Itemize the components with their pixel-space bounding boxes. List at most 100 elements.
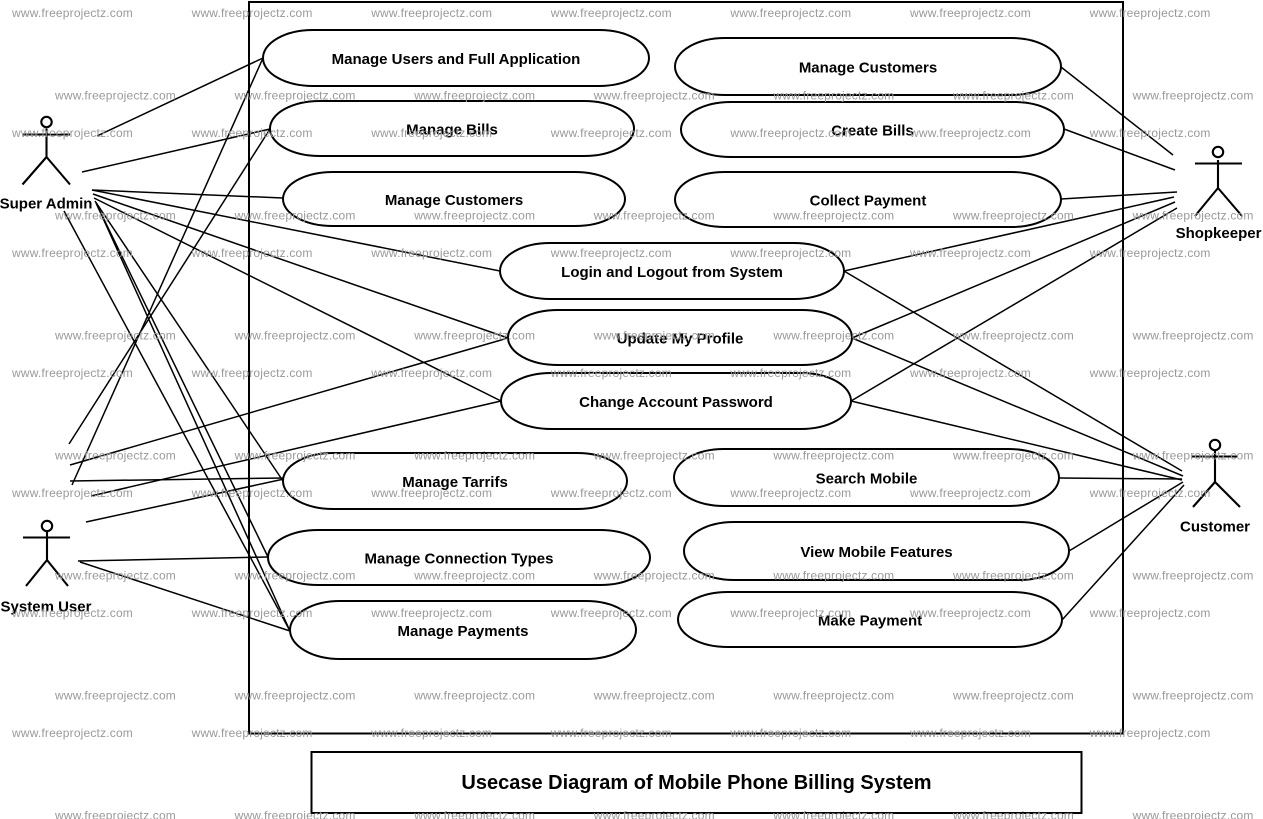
- svg-text:www.freeprojectz.com: www.freeprojectz.com: [550, 726, 672, 740]
- svg-text:www.freeprojectz.com: www.freeprojectz.com: [729, 486, 851, 500]
- svg-text:Usecase Diagram of Mobile Phon: Usecase Diagram of Mobile Phone Billing …: [461, 772, 931, 794]
- svg-text:Manage Tarrifs: Manage Tarrifs: [402, 474, 508, 491]
- svg-text:www.freeprojectz.com: www.freeprojectz.com: [952, 209, 1074, 223]
- svg-text:www.freeprojectz.com: www.freeprojectz.com: [1132, 209, 1254, 223]
- svg-text:www.freeprojectz.com: www.freeprojectz.com: [370, 6, 492, 20]
- svg-text:www.freeprojectz.com: www.freeprojectz.com: [772, 449, 894, 463]
- svg-text:www.freeprojectz.com: www.freeprojectz.com: [234, 209, 356, 223]
- svg-text:www.freeprojectz.com: www.freeprojectz.com: [1132, 689, 1254, 703]
- svg-text:www.freeprojectz.com: www.freeprojectz.com: [54, 449, 176, 463]
- svg-text:www.freeprojectz.com: www.freeprojectz.com: [1089, 366, 1211, 380]
- svg-text:www.freeprojectz.com: www.freeprojectz.com: [909, 486, 1031, 500]
- svg-text:www.freeprojectz.com: www.freeprojectz.com: [593, 329, 715, 343]
- svg-text:www.freeprojectz.com: www.freeprojectz.com: [550, 606, 672, 620]
- svg-text:www.freeprojectz.com: www.freeprojectz.com: [1089, 126, 1211, 140]
- svg-text:www.freeprojectz.com: www.freeprojectz.com: [952, 329, 1074, 343]
- svg-text:www.freeprojectz.com: www.freeprojectz.com: [234, 449, 356, 463]
- svg-text:www.freeprojectz.com: www.freeprojectz.com: [234, 809, 356, 819]
- svg-text:www.freeprojectz.com: www.freeprojectz.com: [550, 486, 672, 500]
- svg-text:www.freeprojectz.com: www.freeprojectz.com: [593, 809, 715, 819]
- svg-text:www.freeprojectz.com: www.freeprojectz.com: [909, 6, 1031, 20]
- svg-text:www.freeprojectz.com: www.freeprojectz.com: [413, 569, 535, 583]
- svg-text:Change Account Password: Change Account Password: [579, 394, 773, 411]
- svg-text:www.freeprojectz.com: www.freeprojectz.com: [191, 366, 313, 380]
- svg-text:www.freeprojectz.com: www.freeprojectz.com: [234, 569, 356, 583]
- svg-text:www.freeprojectz.com: www.freeprojectz.com: [191, 6, 313, 20]
- svg-text:www.freeprojectz.com: www.freeprojectz.com: [593, 449, 715, 463]
- svg-text:www.freeprojectz.com: www.freeprojectz.com: [54, 809, 176, 819]
- svg-text:www.freeprojectz.com: www.freeprojectz.com: [413, 809, 535, 819]
- svg-text:www.freeprojectz.com: www.freeprojectz.com: [1132, 329, 1254, 343]
- svg-text:www.freeprojectz.com: www.freeprojectz.com: [54, 569, 176, 583]
- svg-text:www.freeprojectz.com: www.freeprojectz.com: [370, 486, 492, 500]
- svg-text:www.freeprojectz.com: www.freeprojectz.com: [550, 246, 672, 260]
- svg-text:www.freeprojectz.com: www.freeprojectz.com: [1132, 449, 1254, 463]
- svg-text:www.freeprojectz.com: www.freeprojectz.com: [952, 569, 1074, 583]
- svg-text:www.freeprojectz.com: www.freeprojectz.com: [729, 6, 851, 20]
- svg-text:www.freeprojectz.com: www.freeprojectz.com: [413, 209, 535, 223]
- svg-text:www.freeprojectz.com: www.freeprojectz.com: [191, 126, 313, 140]
- svg-text:www.freeprojectz.com: www.freeprojectz.com: [1132, 569, 1254, 583]
- svg-text:www.freeprojectz.com: www.freeprojectz.com: [370, 126, 492, 140]
- svg-text:www.freeprojectz.com: www.freeprojectz.com: [593, 89, 715, 103]
- svg-text:www.freeprojectz.com: www.freeprojectz.com: [370, 366, 492, 380]
- svg-text:www.freeprojectz.com: www.freeprojectz.com: [772, 89, 894, 103]
- svg-text:Super Admin: Super Admin: [0, 196, 92, 213]
- svg-text:www.freeprojectz.com: www.freeprojectz.com: [413, 329, 535, 343]
- svg-text:Manage Payments: Manage Payments: [398, 623, 529, 640]
- svg-text:www.freeprojectz.com: www.freeprojectz.com: [909, 246, 1031, 260]
- svg-text:www.freeprojectz.com: www.freeprojectz.com: [191, 726, 313, 740]
- svg-text:www.freeprojectz.com: www.freeprojectz.com: [11, 126, 133, 140]
- svg-text:Customer: Customer: [1180, 519, 1250, 536]
- svg-text:www.freeprojectz.com: www.freeprojectz.com: [1132, 809, 1254, 819]
- svg-text:www.freeprojectz.com: www.freeprojectz.com: [191, 246, 313, 260]
- svg-text:Update My Profile: Update My Profile: [617, 330, 744, 347]
- svg-text:Manage Users and Full Applicat: Manage Users and Full Application: [332, 51, 581, 68]
- svg-text:www.freeprojectz.com: www.freeprojectz.com: [729, 246, 851, 260]
- svg-text:Manage Connection Types: Manage Connection Types: [365, 550, 554, 567]
- svg-text:www.freeprojectz.com: www.freeprojectz.com: [593, 209, 715, 223]
- svg-text:www.freeprojectz.com: www.freeprojectz.com: [909, 606, 1031, 620]
- svg-text:www.freeprojectz.com: www.freeprojectz.com: [772, 329, 894, 343]
- svg-text:www.freeprojectz.com: www.freeprojectz.com: [54, 209, 176, 223]
- svg-text:www.freeprojectz.com: www.freeprojectz.com: [772, 209, 894, 223]
- svg-text:www.freeprojectz.com: www.freeprojectz.com: [370, 726, 492, 740]
- svg-text:www.freeprojectz.com: www.freeprojectz.com: [370, 606, 492, 620]
- svg-text:www.freeprojectz.com: www.freeprojectz.com: [11, 246, 133, 260]
- svg-text:www.freeprojectz.com: www.freeprojectz.com: [413, 449, 535, 463]
- svg-text:www.freeprojectz.com: www.freeprojectz.com: [909, 366, 1031, 380]
- svg-text:www.freeprojectz.com: www.freeprojectz.com: [729, 726, 851, 740]
- svg-text:www.freeprojectz.com: www.freeprojectz.com: [593, 689, 715, 703]
- svg-text:www.freeprojectz.com: www.freeprojectz.com: [952, 809, 1074, 819]
- svg-text:www.freeprojectz.com: www.freeprojectz.com: [191, 606, 313, 620]
- svg-text:Make Payment: Make Payment: [818, 612, 922, 629]
- svg-text:www.freeprojectz.com: www.freeprojectz.com: [1089, 726, 1211, 740]
- svg-text:www.freeprojectz.com: www.freeprojectz.com: [1132, 89, 1254, 103]
- svg-text:www.freeprojectz.com: www.freeprojectz.com: [909, 126, 1031, 140]
- svg-text:www.freeprojectz.com: www.freeprojectz.com: [11, 486, 133, 500]
- svg-text:www.freeprojectz.com: www.freeprojectz.com: [593, 569, 715, 583]
- svg-text:System User: System User: [1, 599, 92, 616]
- svg-text:www.freeprojectz.com: www.freeprojectz.com: [729, 126, 851, 140]
- svg-text:www.freeprojectz.com: www.freeprojectz.com: [54, 689, 176, 703]
- svg-text:www.freeprojectz.com: www.freeprojectz.com: [54, 89, 176, 103]
- svg-text:Manage Customers: Manage Customers: [385, 192, 523, 209]
- svg-text:www.freeprojectz.com: www.freeprojectz.com: [11, 726, 133, 740]
- svg-text:www.freeprojectz.com: www.freeprojectz.com: [54, 329, 176, 343]
- svg-text:www.freeprojectz.com: www.freeprojectz.com: [729, 606, 851, 620]
- svg-text:www.freeprojectz.com: www.freeprojectz.com: [1089, 6, 1211, 20]
- svg-text:Manage Customers: Manage Customers: [799, 59, 937, 76]
- svg-text:www.freeprojectz.com: www.freeprojectz.com: [1089, 486, 1211, 500]
- svg-text:www.freeprojectz.com: www.freeprojectz.com: [11, 606, 133, 620]
- svg-text:www.freeprojectz.com: www.freeprojectz.com: [550, 6, 672, 20]
- svg-text:Login and Logout from System: Login and Logout from System: [561, 264, 783, 281]
- svg-text:View Mobile Features: View Mobile Features: [800, 544, 952, 561]
- svg-text:www.freeprojectz.com: www.freeprojectz.com: [370, 246, 492, 260]
- svg-text:www.freeprojectz.com: www.freeprojectz.com: [772, 689, 894, 703]
- svg-text:www.freeprojectz.com: www.freeprojectz.com: [234, 689, 356, 703]
- svg-text:www.freeprojectz.com: www.freeprojectz.com: [234, 89, 356, 103]
- svg-text:Collect Payment: Collect Payment: [810, 192, 927, 209]
- svg-text:www.freeprojectz.com: www.freeprojectz.com: [550, 126, 672, 140]
- svg-text:www.freeprojectz.com: www.freeprojectz.com: [11, 6, 133, 20]
- svg-text:www.freeprojectz.com: www.freeprojectz.com: [11, 366, 133, 380]
